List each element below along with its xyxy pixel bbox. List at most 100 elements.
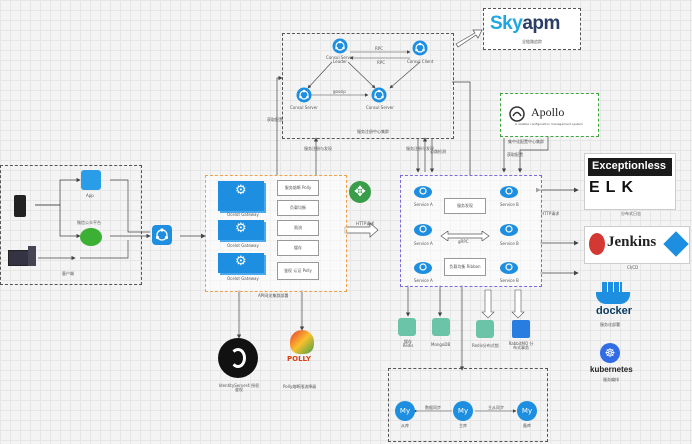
gateway-feature: 缓存 <box>277 240 319 256</box>
gateway-label: Ocelot Gateway <box>227 276 259 281</box>
mysql-edge-label: 数据同步 <box>425 405 441 410</box>
wechat-label: 微信公众平台 <box>77 220 101 225</box>
skyapm-logo-sky: Sky <box>490 13 523 34</box>
edge-label: 服务注册与发现 <box>406 146 434 151</box>
client-box <box>0 165 142 285</box>
mysql-label: 主库 <box>459 423 467 428</box>
apollo-tagline: A reliable configuration management syst… <box>515 122 583 126</box>
identity-caption: IdentityServer4 授权鉴权 <box>218 383 260 392</box>
jenkins-logo: Jenkins <box>607 234 657 250</box>
wechat-icon <box>80 228 102 246</box>
load-balancing-box: 负载均衡 Ribbon <box>444 258 486 276</box>
consul-client-label: Consul Client <box>407 59 434 64</box>
gateway-label: Ocelot Gateway <box>227 212 259 217</box>
service-label: Service B <box>500 241 519 246</box>
skyapm-caption: 全链路追踪 <box>522 39 542 44</box>
kubernetes-icon: ☸ <box>600 343 620 363</box>
move-cursor-icon: ✥ <box>349 181 371 203</box>
gateway-item: ⚙ <box>218 253 264 273</box>
polly-logo-text: POLLY <box>287 355 311 363</box>
rabbitmq-icon <box>512 320 530 338</box>
consul-client-icon <box>412 40 428 56</box>
exceptionless-logo-text: Exceptionless <box>592 160 666 172</box>
mysql-icon: My <box>453 401 473 421</box>
exceptionless-logo: Exceptionless <box>588 158 672 176</box>
docker-body <box>596 292 630 304</box>
apollo-logo-icon <box>509 106 525 122</box>
service-icon <box>414 186 432 198</box>
edge-label: HTTP请求 <box>356 221 375 226</box>
service-icon <box>500 224 518 236</box>
edge-label: 心跳检测 <box>430 149 446 154</box>
store-label: MongoDB <box>431 342 451 347</box>
double-arrow-icon <box>440 230 490 242</box>
mysql-icon: My <box>395 401 415 421</box>
consul-leader-icon <box>332 38 348 54</box>
consul-server-label: Consul Server <box>290 105 318 110</box>
apollo-caption: 集中化配置中心集群 <box>508 139 544 144</box>
service-label: Service B <box>500 278 519 283</box>
service-label: Service A <box>414 202 433 207</box>
gear-icon: ⚙ <box>235 254 247 269</box>
gateway-caption: API网关集群部署 <box>258 293 289 298</box>
mysql-icon: My <box>517 401 537 421</box>
store-label: RabbitMQ 分布式事务 <box>508 341 534 350</box>
gear-icon: ⚙ <box>235 183 247 198</box>
polly-logo: POLLY <box>284 330 320 370</box>
elk-logo: ELK <box>589 179 639 196</box>
consul-server-icon <box>296 87 312 103</box>
identityserver-logo-inner <box>230 348 246 368</box>
consul-edge-label: RPC <box>375 46 383 51</box>
desktop-tower-icon <box>28 246 36 266</box>
mongodb-icon <box>432 318 450 336</box>
mysql-label: 从库 <box>401 423 409 428</box>
service-discovery-box: 服务发现 <box>444 198 486 214</box>
polly-parrot-icon <box>290 330 314 354</box>
consul-leader-label: Consul Server Leader <box>326 55 354 64</box>
kubernetes-caption: 服务编排 <box>603 377 619 382</box>
git-icon <box>663 231 689 257</box>
docker-logo: docker <box>596 305 633 317</box>
gateway-feature: 服务熔断 Polly <box>277 180 319 196</box>
service-icon <box>414 224 432 236</box>
service-icon <box>500 186 518 198</box>
apollo-box: Apollo A reliable configuration manageme… <box>500 93 599 137</box>
redis-cache-icon <box>398 318 416 336</box>
app-label: App <box>86 193 94 198</box>
gear-icon: ⚙ <box>235 221 247 236</box>
exceptionless-elk-box: Exceptionless ELK <box>584 153 676 210</box>
gateway-item: ⚙ <box>218 181 264 211</box>
edge-label: 获取配置 <box>507 152 523 157</box>
mysql-cluster <box>388 368 548 442</box>
store-label: 缓存 Redis <box>402 339 414 348</box>
gateway-label: Ocelot Gateway <box>227 243 259 248</box>
service-icon <box>414 262 432 274</box>
jenkins-face-icon <box>589 233 605 255</box>
consul-caption: 服务注册中心集群 <box>357 129 389 134</box>
desktop-icon <box>8 250 30 266</box>
mysql-edge-label: 主从同步 <box>488 405 504 410</box>
docker-containers <box>602 282 622 292</box>
skyapm-box: Skyapm 全链路追踪 <box>483 8 581 50</box>
load-balancer-icon <box>152 225 172 245</box>
mysql-label: 备库 <box>523 423 531 428</box>
grpc-label: gRPC <box>458 239 469 244</box>
store-label: Redis分布式锁 <box>472 343 499 348</box>
client-caption: 客户端 <box>62 271 74 276</box>
service-label: Service B <box>500 202 519 207</box>
service-icon <box>500 262 518 274</box>
consul-server-label: Consul Server <box>366 105 394 110</box>
service-label: Service A <box>414 241 433 246</box>
phone-icon <box>14 195 26 217</box>
kubernetes-logo: kubernetes <box>590 365 633 374</box>
edge-label: HTTP请求 <box>541 211 560 216</box>
app-icon <box>81 170 101 190</box>
consul-cluster <box>282 33 454 139</box>
skyapm-logo: Skyapm <box>490 13 560 35</box>
edge-label: 获取配置 <box>267 117 283 122</box>
service-label: Service A <box>414 278 433 283</box>
jenkins-box: Jenkins <box>584 226 690 264</box>
consul-edge-label: RPC <box>377 60 385 65</box>
redis-lock-icon <box>476 320 494 338</box>
